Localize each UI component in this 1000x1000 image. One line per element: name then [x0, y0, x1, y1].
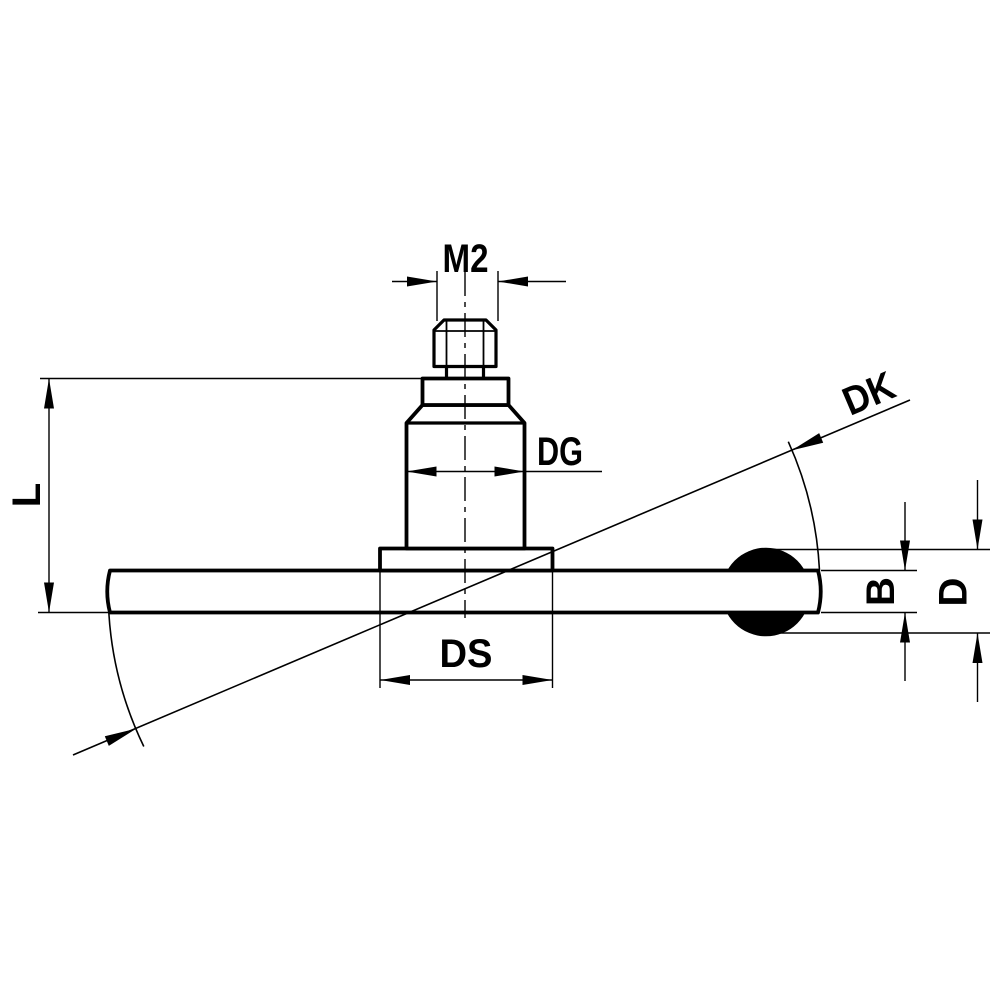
b-label: B — [859, 577, 903, 606]
ds-arrow-right — [522, 675, 553, 685]
d-arrow-top — [972, 519, 983, 550]
stylus-body — [378, 318, 555, 573]
disk-side-view — [105, 441, 823, 747]
dg-arrow-right — [494, 466, 525, 477]
d-label: D — [932, 578, 976, 607]
dk-arrow-upper — [791, 433, 824, 451]
flange — [378, 546, 555, 573]
l-arrow-bottom — [44, 582, 54, 613]
m2-label: M2 — [443, 237, 489, 281]
ds-label: DS — [440, 632, 493, 676]
l-label: L — [5, 483, 49, 507]
b-arrow-bottom — [900, 612, 910, 643]
dk-arrow-lower — [104, 728, 137, 746]
ds-arrow-left — [380, 675, 410, 685]
m2-arrow-left — [407, 276, 437, 287]
dg-arrow-left — [406, 466, 437, 477]
disk-circumference-arc-right — [787, 441, 821, 571]
disk-bar — [105, 568, 823, 615]
dimension-l: L — [5, 377, 423, 614]
dimension-d: D — [768, 480, 990, 702]
dimension-dg: DG — [406, 430, 602, 477]
dimension-b: B — [821, 502, 917, 681]
dk-dim-line — [72, 399, 911, 756]
dimension-ds: DS — [379, 571, 554, 688]
disk-circumference-arc-left — [108, 612, 145, 747]
b-arrow-top — [900, 540, 910, 571]
dg-label: DG — [537, 430, 583, 474]
dimension-m2: M2 — [392, 237, 566, 321]
m2-arrow-right — [498, 276, 528, 287]
l-arrow-top — [44, 378, 54, 409]
d-arrow-bottom — [972, 633, 983, 663]
